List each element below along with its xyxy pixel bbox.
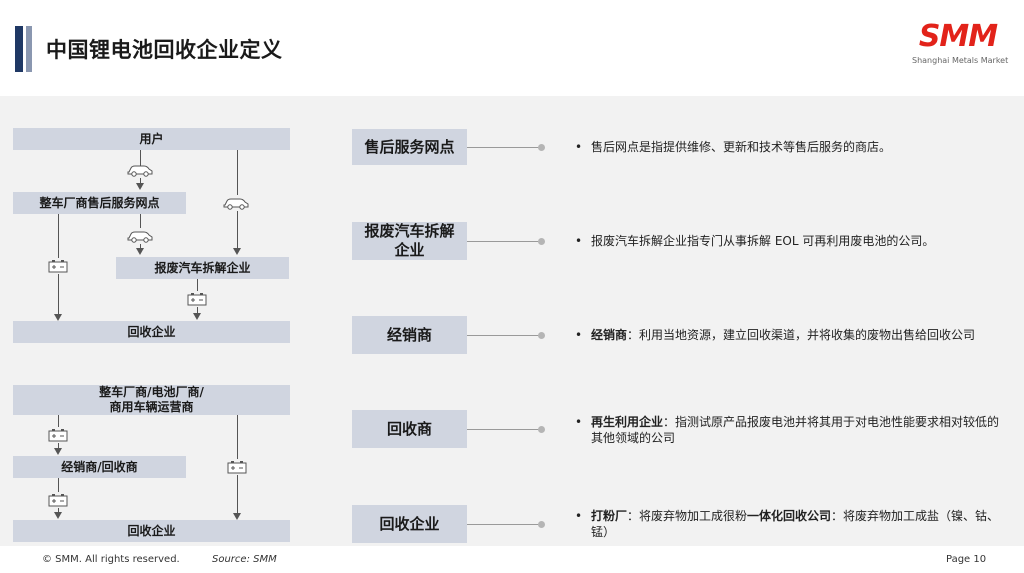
flow1-line [140, 244, 141, 249]
header: 中国锂电池回收企业定义 SMM Shanghai Metals Market [0, 0, 1024, 96]
source-note: Source: SMM [212, 554, 277, 565]
connector-dot [538, 332, 545, 339]
footer: © SMM. All rights reserved. Source: SMM … [0, 546, 1024, 573]
battery-icon [46, 258, 70, 274]
definition-text: 售后网点是指提供维修、更新和技术等售后服务的商店。 [591, 140, 892, 154]
term-recycling-enterprise: 回收企业 [352, 505, 467, 543]
definition-rest: ：将废弃物加工成盐（镍、钴、锰） [591, 509, 1000, 539]
flow1-line [140, 150, 141, 168]
flow2-node-recycler: 回收企业 [13, 520, 290, 542]
definition-rest: ：将废弃物加工成很粉 [627, 509, 748, 523]
bullet: • [575, 328, 583, 342]
flow1-line [197, 307, 198, 314]
term-line2: 企业 [394, 241, 425, 259]
bullet: • [575, 509, 583, 523]
flow2-line [58, 478, 59, 492]
battery-icon [185, 291, 209, 307]
definition-bold: 打粉厂 [591, 509, 628, 523]
flow2-node-producers: 整车厂商/电池厂商/ 商用车辆运营商 [13, 385, 290, 415]
connector-dot [538, 426, 545, 433]
definition-dealer: • 经销商：利用当地资源，建立回收渠道，并将收集的废物出售给回收公司 [575, 327, 1005, 343]
flow2-line [58, 508, 59, 513]
logo-subtitle: Shanghai Metals Market [912, 56, 1009, 65]
battery-icon [225, 459, 249, 475]
term-line1: 报废汽车拆解 [364, 222, 455, 240]
smm-logo: SMM Shanghai Metals Market [912, 19, 1009, 66]
definition-bold: 再生利用企业 [591, 415, 664, 429]
flow1-node-dismantler: 报废汽车拆解企业 [116, 257, 289, 279]
title-accent-bar [15, 26, 23, 72]
page-number: Page 10 [946, 554, 987, 565]
arrow-down-icon [136, 183, 144, 190]
title-accent-bar-secondary [26, 26, 32, 72]
car-icon [222, 195, 250, 211]
arrow-down-icon [233, 248, 241, 255]
arrow-down-icon [193, 313, 201, 320]
definition-recycling-enterprise: • 打粉厂：将废弃物加工成很粉一体化回收公司：将废弃物加工成盐（镍、钴、锰） [575, 508, 1005, 540]
car-icon [126, 228, 154, 244]
definition-bold: 经销商 [591, 328, 628, 342]
car-icon [126, 162, 154, 178]
term-after-sales-outlet: 售后服务网点 [352, 129, 467, 165]
flow1-line [140, 178, 141, 184]
flow1-node-recycler: 回收企业 [13, 321, 290, 343]
logo-mark: SMM [918, 19, 998, 54]
connector-line [467, 335, 541, 336]
connector-line [467, 524, 541, 525]
definition-recycler: • 再生利用企业：指测试原产品报废电池并将其用于对电池性能要求相对较低的其他领域… [575, 414, 1005, 446]
battery-icon [46, 427, 70, 443]
connector-line [467, 147, 541, 148]
page-title: 中国锂电池回收企业定义 [46, 38, 283, 62]
term-dealer: 经销商 [352, 316, 467, 354]
bullet: • [575, 234, 583, 248]
flow2-node-dealer: 经销商/回收商 [13, 456, 186, 478]
arrow-down-icon [54, 314, 62, 321]
flow1-node-oem-service: 整车厂商售后服务网点 [13, 192, 186, 214]
connector-dot [538, 238, 545, 245]
bullet: • [575, 415, 583, 429]
bullet: • [575, 140, 583, 154]
battery-icon [46, 492, 70, 508]
connector-line [467, 429, 541, 430]
copyright: © SMM. All rights reserved. [42, 554, 180, 565]
term-vehicle-dismantler: 报废汽车拆解 企业 [352, 222, 467, 260]
term-recycler: 回收商 [352, 410, 467, 448]
definition-rest: ：利用当地资源，建立回收渠道，并将收集的废物出售给回收公司 [627, 328, 976, 342]
arrow-down-icon [54, 448, 62, 455]
connector-line [467, 241, 541, 242]
flow1-line [140, 214, 141, 228]
arrow-down-icon [54, 512, 62, 519]
connector-dot [538, 144, 545, 151]
arrow-down-icon [136, 248, 144, 255]
definition-text: 再生利用企业：指测试原产品报废电池并将其用于对电池性能要求相对较低的其他领域的公… [591, 414, 1005, 446]
definition-rest: ：指测试原产品报废电池并将其用于对电池性能要求相对较低的其他领域的公司 [591, 415, 1000, 445]
definition-text: 经销商：利用当地资源，建立回收渠道，并将收集的废物出售给回收公司 [591, 327, 1005, 343]
flow1-node-user: 用户 [13, 128, 290, 150]
definition-text: 打粉厂：将废弃物加工成很粉一体化回收公司：将废弃物加工成盐（镍、钴、锰） [591, 508, 1005, 540]
flow1-line [197, 279, 198, 291]
content-panel: 用户 整车厂商售后服务网点 报废汽车拆解企业 回收企业 整车厂商/电池厂商/ 商… [0, 96, 1024, 546]
definition-bold: 一体化回收公司 [747, 509, 832, 523]
flow2-line [58, 443, 59, 449]
arrow-down-icon [233, 513, 241, 520]
flow2-line [58, 415, 59, 427]
flow2-producers-line2: 商用车辆运营商 [109, 400, 194, 414]
flow2-producers-line1: 整车厂商/电池厂商/ [99, 385, 204, 399]
definition-text: 报废汽车拆解企业指专门从事拆解 EOL 可再利用废电池的公司。 [591, 234, 935, 248]
definition-after-sales-outlet: • 售后网点是指提供维修、更新和技术等售后服务的商店。 [575, 139, 1005, 155]
definition-vehicle-dismantler: • 报废汽车拆解企业指专门从事拆解 EOL 可再利用废电池的公司。 [575, 233, 1005, 249]
connector-dot [538, 521, 545, 528]
